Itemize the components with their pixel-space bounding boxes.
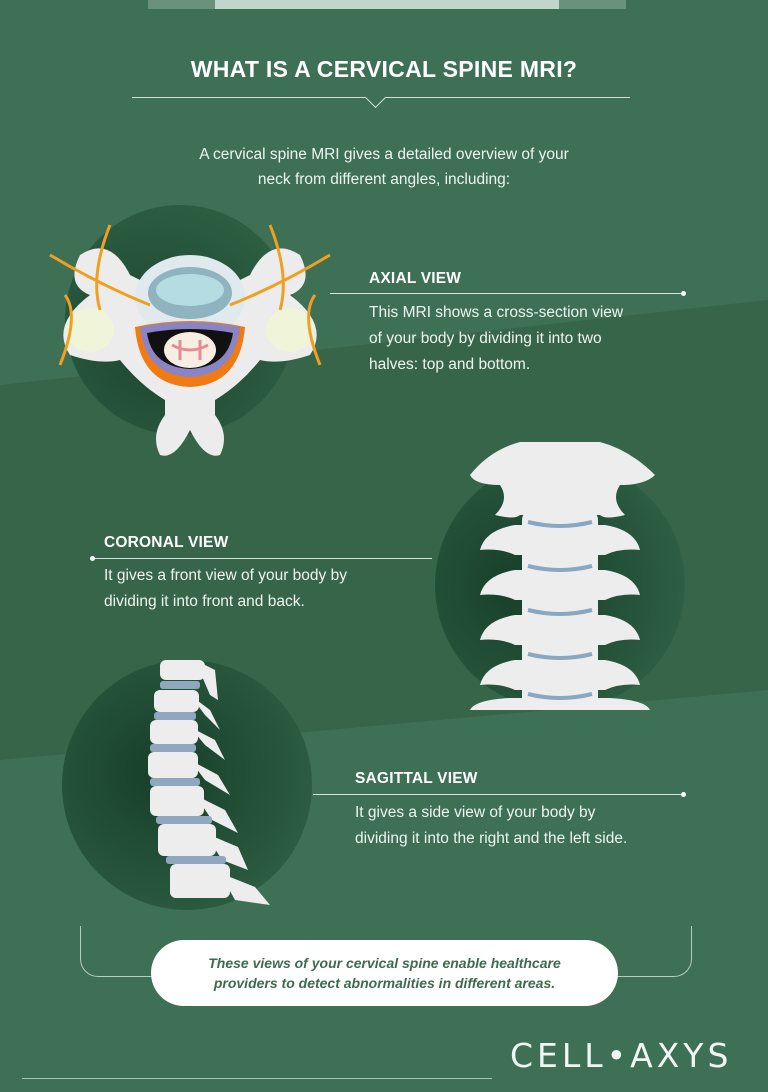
text-line: dividing it into front and back.	[104, 593, 305, 610]
coronal-divider-dot	[90, 556, 95, 561]
callout-line: These views of your cervical spine enabl…	[208, 955, 561, 971]
sagittal-divider-dot	[681, 792, 686, 797]
axial-view-text: This MRI shows a cross-section view of y…	[369, 300, 623, 378]
axial-divider-dot	[681, 291, 686, 296]
text-line: of your body by dividing it into two	[369, 330, 602, 347]
coronal-view-text: It gives a front view of your body by di…	[104, 563, 347, 615]
axial-view-divider	[330, 293, 683, 294]
axial-view-heading: AXIAL VIEW	[369, 270, 462, 287]
text-line: This MRI shows a cross-section view	[369, 304, 624, 321]
sagittal-view-heading: SAGITTAL VIEW	[355, 770, 478, 787]
callout-pill: These views of your cervical spine enabl…	[151, 940, 618, 1006]
footer-divider	[22, 1078, 492, 1079]
axial-vertebra-icon	[49, 224, 331, 456]
cellaxys-logo: CELL•AXYS	[510, 1036, 733, 1075]
intro-line: neck from different angles, including:	[257, 171, 511, 188]
intro-line: A cervical spine MRI gives a detailed ov…	[199, 146, 569, 163]
sagittal-view-divider	[313, 794, 683, 795]
coronal-view-divider	[92, 558, 432, 559]
text-line: It gives a side view of your body by	[355, 804, 596, 821]
intro-text: A cervical spine MRI gives a detailed ov…	[0, 142, 768, 192]
sagittal-spine-icon	[148, 660, 270, 905]
coronal-view-heading: CORONAL VIEW	[104, 534, 229, 551]
page-title: WHAT IS A CERVICAL SPINE MRI?	[190, 56, 578, 82]
sagittal-view-text: It gives a side view of your body by div…	[355, 800, 627, 852]
callout-line: providers to detect abnormalities in dif…	[213, 975, 556, 991]
text-line: dividing it into the right and the left …	[355, 830, 628, 847]
top-progress-bar-fill	[215, 0, 559, 9]
top-progress-bar	[148, 0, 626, 9]
text-line: halves: top and bottom.	[369, 356, 531, 373]
text-line: It gives a front view of your body by	[104, 567, 347, 584]
coronal-spine-icon	[470, 442, 655, 710]
